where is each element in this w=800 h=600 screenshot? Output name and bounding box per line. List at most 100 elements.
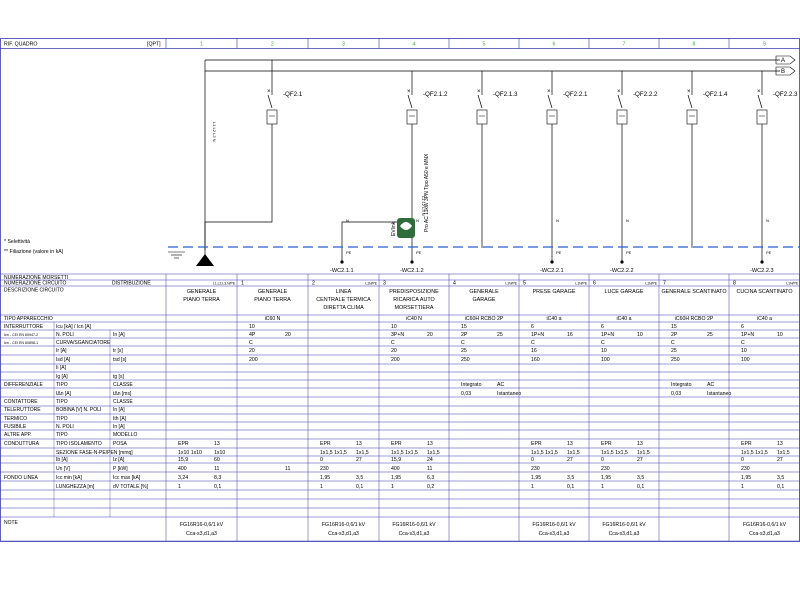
cell-value: 15,9	[391, 457, 401, 463]
cell-value: 1x1,5	[567, 450, 580, 456]
breaker-switch-blade	[477, 94, 483, 109]
cell-value: 16	[567, 332, 573, 338]
row-sublabel: N. POLI	[56, 424, 74, 430]
breaker-switch-blade	[687, 94, 693, 109]
cell-value: 0,1	[777, 484, 784, 490]
phase-tag: L1N/PE	[786, 282, 798, 286]
cell-value: 230	[320, 466, 329, 472]
note-cell: Cca-s3,d1,a3	[749, 531, 780, 537]
terminal-dot	[550, 260, 554, 264]
circuit-number: 2	[312, 281, 315, 287]
terminal-label: -WC2.2.1	[540, 268, 564, 274]
note-cell: Cca-s3,d1,a3	[399, 531, 430, 537]
cell-value: 1,95	[320, 475, 330, 481]
row-sublabel: TIPO	[56, 432, 68, 438]
breaker-trip-mark: ×	[547, 89, 551, 95]
cell-value: 0	[320, 457, 323, 463]
bus-tag-arrow	[775, 66, 796, 76]
cell-value: 1,95	[741, 475, 751, 481]
circuit-number: 3	[383, 281, 386, 287]
row-sublabel-right: In [A]	[113, 424, 125, 430]
terminal-dot	[340, 260, 344, 264]
row-sublabel: Isd [A]	[56, 357, 71, 363]
circuit-description: PIANO TERRA	[254, 297, 291, 303]
breaker-trip-mark: ×	[757, 89, 761, 95]
breaker-trip-unit-icon	[616, 109, 628, 125]
circuit-description: GENERALE	[469, 289, 499, 295]
cell-value: Istantaneo	[497, 391, 521, 397]
cell-value: 20	[249, 348, 255, 354]
cell-value: 20	[427, 332, 433, 338]
cell-value: 0,1	[567, 484, 574, 490]
breaker-label: -QF2.2.3	[773, 91, 798, 98]
numerazione-circuito-label: NUMERAZIONE CIRCUITO	[4, 281, 67, 287]
phase-tag: L1N/PE	[505, 282, 517, 286]
note-cell: FG16R16-0,6/1 kV	[532, 522, 576, 528]
cell-value: 0,1	[637, 484, 644, 490]
breaker-label: -QF2.2.2	[633, 91, 658, 98]
circuit-description: GENERALE SCANTINATO	[661, 289, 726, 295]
header-column-number: 2	[271, 42, 274, 48]
neutral-mark: N	[556, 218, 559, 223]
circuit-description: MORSETTIERA	[395, 305, 434, 311]
cell-value: 1	[391, 484, 394, 490]
row-sublabel-right: CLASSE	[113, 382, 133, 388]
header-column-number: 8	[693, 42, 696, 48]
row-sublabel: TIPO	[56, 382, 68, 388]
cell-value: 1x1,5 1x1,5	[391, 450, 418, 456]
ev-phase-marks: L1 L2 L3 N	[421, 196, 426, 216]
row-sublabel-right: Ith [A]	[113, 416, 127, 422]
terminal-label: -WC2.2.2	[610, 268, 634, 274]
row-label: Icn - CEI EN 60947-2	[4, 333, 38, 337]
cell-value: 13	[567, 441, 573, 447]
breaker-trip-unit-icon	[686, 109, 698, 125]
cell-value: 1x10 1x10	[178, 450, 202, 456]
terminal-label: -WC2.1.1	[330, 268, 354, 274]
cell-value: 13	[356, 441, 362, 447]
row-label: FONDO LINEA	[4, 475, 39, 481]
numerazione-morsetti-label: NUMERAZIONE MORSETTI	[4, 275, 68, 281]
cell-value: 13	[637, 441, 643, 447]
cell-value: 13	[214, 441, 220, 447]
cell-value: 8,3	[214, 475, 221, 481]
breaker-trip-mark: ×	[477, 89, 481, 95]
breaker-switch-blade	[547, 94, 553, 109]
circuit-description: LUCE GARAGE	[605, 289, 644, 295]
circuit-description: LINEA	[336, 289, 352, 295]
terminal-dot	[620, 260, 624, 264]
ground-triangle-icon	[196, 254, 214, 266]
ev-charger-model: Pro AC 11kW 3PN Tipo A50 e MNX	[424, 153, 430, 232]
cell-value: EPR	[178, 441, 189, 447]
neutral-mark: N	[346, 218, 349, 223]
pe-mark: PE	[556, 250, 562, 255]
cell-value: 1x1,5 1x1,5	[601, 450, 628, 456]
terminal-label: -WC2.2.3	[750, 268, 774, 274]
cell-value: 3,5	[777, 475, 784, 481]
cell-value: 230	[531, 466, 540, 472]
cell-value: 11	[214, 466, 219, 472]
row-sublabel-right: tg [s]	[113, 374, 124, 380]
note-cell: Cca-s3,d1,a3	[328, 531, 359, 537]
row-sublabel: Ig [A]	[56, 374, 68, 380]
row-sublabel: Ib [A]	[56, 457, 68, 463]
cell-value: 6,3	[427, 475, 434, 481]
breaker-trip-unit-icon	[266, 109, 278, 125]
row-sublabel: Ir [A]	[56, 348, 67, 354]
neutral-mark: N	[766, 218, 769, 223]
row-label: Icn - CEI EN 60898-1	[4, 341, 38, 345]
row-sublabel: LUNGHEZZA [m]	[56, 484, 95, 490]
cell-value: 13	[777, 441, 783, 447]
breaker-trip-mark: ×	[267, 89, 271, 95]
circuit-description: RICARICA AUTO	[393, 297, 435, 303]
cell-value: 27	[637, 457, 643, 463]
circuit-description: CENTRALE TERMICA	[316, 297, 371, 303]
single-line-diagram: AB×-QF2.1×-QF2.1.2×-QF2.1.3×-QF2.2.1×-QF…	[4, 55, 800, 274]
neutral-mark: N	[416, 218, 419, 223]
breaker-trip-unit-icon	[546, 109, 558, 125]
cell-value: 100	[601, 357, 610, 363]
row-sublabel: TIPO	[56, 399, 68, 405]
cell-value: 1	[320, 484, 323, 490]
cell-value: 0,1	[356, 484, 363, 490]
circuit-description: GENERALE	[258, 289, 288, 295]
